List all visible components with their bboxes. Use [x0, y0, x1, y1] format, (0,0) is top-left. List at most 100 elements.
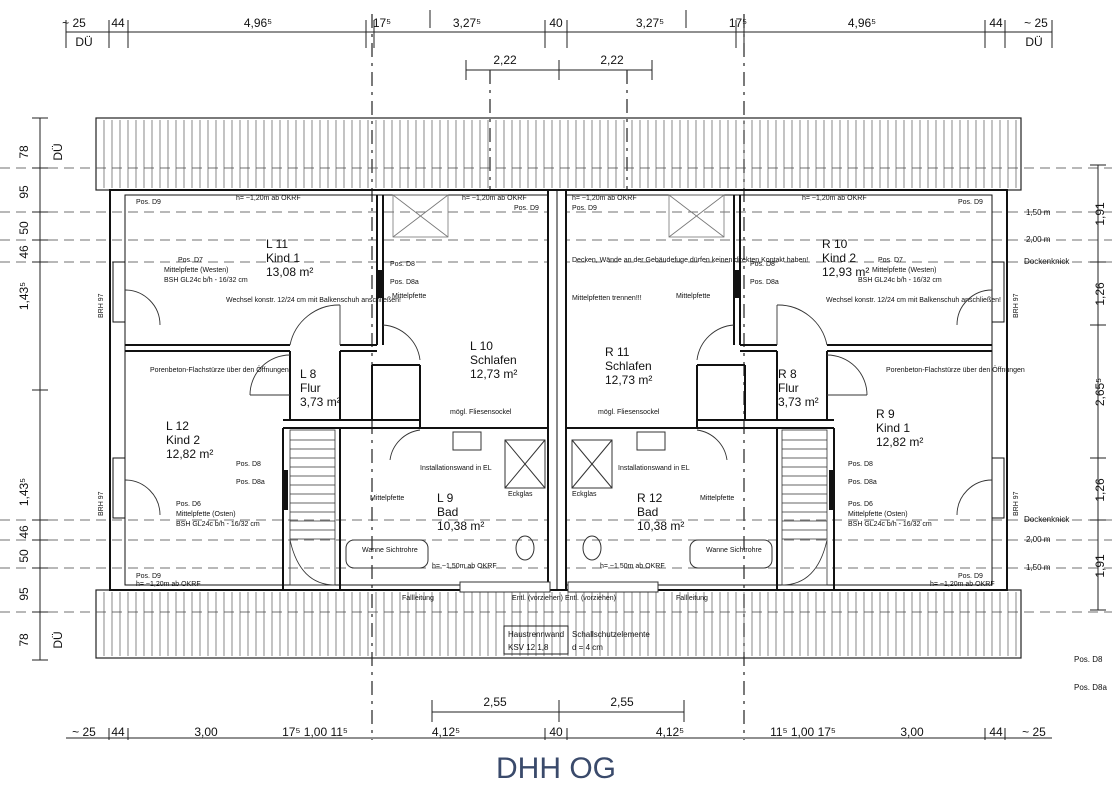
- top-dim-11: ~ 25: [1024, 16, 1048, 30]
- top-dim-1: ~ 25: [62, 16, 86, 30]
- windows: [112, 261, 1005, 519]
- note-installationswand-right: Installationswand in EL: [618, 465, 690, 472]
- floor-plan-drawing: ~ 25 44 4,96⁵ 17⁵ 3,27⁵ 40 3,27⁵ 17⁵ 4,9…: [0, 10, 1112, 740]
- ksv-text: KSV 12 1,8: [508, 643, 549, 652]
- note-entl-right: Entl. (vorziehen): [565, 595, 616, 602]
- plan-notes: Pos. D9 h= ~1,20m ab OKRF h= ~1,20m ab O…: [98, 195, 1025, 602]
- left-dimension-lines: [32, 117, 48, 661]
- level-dash-lines: [0, 167, 1112, 613]
- note-mittelpfetten-trennen: Mittelpfetten trennen!!!: [572, 295, 642, 302]
- top-dim-4: 17⁵: [373, 16, 391, 30]
- skylights: [392, 194, 725, 238]
- door-swings: [124, 289, 993, 516]
- svg-text:Flur: Flur: [300, 381, 321, 395]
- top-dim-2: 44: [111, 16, 125, 30]
- svg-text:13,08 m²: 13,08 m²: [266, 265, 313, 279]
- legend-pos-d8a: Pos. D8a: [1074, 683, 1107, 692]
- bottom-dim-3: 3,00: [194, 725, 218, 739]
- note-moegl-left: mögl. Fliesensockel: [450, 409, 512, 416]
- note-pos-d9-tr: Pos. D9: [958, 199, 983, 206]
- room-labels: L 11 Kind 1 13,08 m² L 10 Schlafen 12,73…: [166, 237, 923, 533]
- note-mittelpfette-bl: Mittelpfette: [370, 495, 404, 502]
- right-dim-191-top: 1,91: [1093, 202, 1107, 226]
- svg-text:Flur: Flur: [778, 381, 799, 395]
- svg-text:R 9: R 9: [876, 407, 895, 421]
- left-dim-46-top: 46: [17, 245, 31, 259]
- left-dim-95-top: 95: [17, 185, 31, 199]
- note-pos-d8-l1: Pos. D8: [390, 261, 415, 268]
- note-okrf-bl: h= ~1,20m ab OKRF: [136, 581, 201, 588]
- bottom-dim-255-right: 2,55: [610, 695, 634, 709]
- room-r12: R 12 Bad 10,38 m²: [637, 491, 684, 533]
- right-dimension-labels: 1,91 1,26 2,65⁵ 1,26 1,91: [1093, 202, 1107, 578]
- svg-text:R 8: R 8: [778, 367, 797, 381]
- note-pos-d9-tc: Pos. D9: [514, 205, 539, 212]
- top-dim-6: 40: [549, 16, 563, 30]
- top-dim-9: 4,96⁵: [848, 16, 876, 30]
- top-dim-7: 3,27⁵: [636, 16, 664, 30]
- svg-text:L 10: L 10: [470, 339, 493, 353]
- note-pos-d6-left: Pos. D6: [176, 501, 201, 508]
- note-okrf-tl: h= ~1,20m ab OKRF: [236, 195, 301, 202]
- svg-text:Kind 1: Kind 1: [876, 421, 910, 435]
- note-wanne-right: Wanne Sichtrohre: [706, 547, 762, 554]
- svg-text:12,93 m²: 12,93 m²: [822, 265, 869, 279]
- svg-text:Kind 1: Kind 1: [266, 251, 300, 265]
- svg-text:10,38 m²: 10,38 m²: [437, 519, 484, 533]
- note-porenbeton-left: Porenbeton-Flachstürze über den Öffnunge…: [150, 366, 289, 374]
- stairs: [289, 429, 828, 586]
- svg-text:10,38 m²: 10,38 m²: [637, 519, 684, 533]
- svg-text:12,73 m²: 12,73 m²: [470, 367, 517, 381]
- bottom-dimension-labels: 2,55 2,55 ~ 25 44 3,00 17⁵ 1,00 11⁵ 4,12…: [72, 695, 1046, 739]
- note-pos-d7-left: Pos. D7: [178, 257, 203, 264]
- note-eckeglas-right: Eckglas: [572, 491, 597, 498]
- note-wechsel-left: Wechsel konstr. 12/24 cm mit Balkenschuh…: [226, 297, 401, 304]
- right-dim-191-bottom: 1,91: [1093, 554, 1107, 578]
- note-fallleitung-left: Fallleitung: [402, 595, 434, 602]
- level-150-top: 1,50 m: [1026, 208, 1051, 217]
- top-dim-5: 3,27⁵: [453, 16, 481, 30]
- room-l12: L 12 Kind 2 12,82 m²: [166, 419, 213, 461]
- note-entl-left: Entl. (vorziehen): [512, 595, 563, 602]
- top-dim-10: 44: [989, 16, 1003, 30]
- level-200-bottom: 2,00 m: [1026, 535, 1051, 544]
- svg-text:Schlafen: Schlafen: [605, 359, 652, 373]
- bottom-dim-5: 4,12⁵: [432, 725, 460, 739]
- note-durchgang-right: h= ~1,50m ab OKRF: [600, 563, 665, 570]
- svg-text:L 8: L 8: [300, 367, 317, 381]
- bottom-dim-8: 11⁵ 1,00 17⁵: [770, 725, 836, 739]
- right-dim-126-top: 1,26: [1093, 282, 1107, 306]
- note-mittelpfette-westen-right: Mittelpfette (Westen): [872, 267, 936, 274]
- note-durchgang-left: h= ~1,50m ab OKRF: [432, 563, 497, 570]
- note-wanne-left: Wanne Sichtrohre: [362, 547, 418, 554]
- note-bsh-left-bottom: BSH GL24c b/h - 16/32 cm: [176, 521, 260, 528]
- drawing-caption: DHH OG: [496, 752, 616, 785]
- note-pos-d8a-r2: Pos. D8a: [848, 479, 877, 486]
- svg-text:Bad: Bad: [637, 505, 658, 519]
- svg-text:12,82 m²: 12,82 m²: [876, 435, 923, 449]
- note-okrf-tc2: h= ~1,20m ab OKRF: [572, 195, 637, 202]
- note-porenbeton-right: Porenbeton-Flachstürze über den Öffnunge…: [886, 366, 1025, 374]
- note-fallleitung-right: Fallleitung: [676, 595, 708, 602]
- room-r11: R 11 Schlafen 12,73 m²: [605, 345, 652, 387]
- left-du-bottom: DÜ: [51, 631, 65, 648]
- bottom-dim-11: ~ 25: [1022, 725, 1046, 739]
- bottom-dim-2: 44: [111, 725, 125, 739]
- note-decken: Decken, Wände an der Gebäudefuge dürfen …: [572, 257, 808, 264]
- haustrennwand-label: Haustrennwand KSV 12 1,8 Schallschutzele…: [503, 625, 650, 655]
- room-l11: L 11 Kind 1 13,08 m²: [266, 237, 313, 279]
- top-dimension-lines: [65, 10, 1053, 80]
- top-dim-3: 4,96⁵: [244, 16, 272, 30]
- left-dim-1435-top: 1,43⁵: [17, 282, 31, 310]
- note-mittelpfette-left: Mittelpfette: [392, 293, 426, 300]
- left-dim-78-bottom: 78: [17, 633, 31, 647]
- note-pos-d8-r2: Pos. D8: [848, 461, 873, 468]
- note-pos-d9-br: Pos. D9: [958, 573, 983, 580]
- bottom-dim-9: 3,00: [900, 725, 924, 739]
- note-okrf-tc: h= ~1,20m ab OKRF: [462, 195, 527, 202]
- note-eckeglas-left: Eckglas: [508, 491, 533, 498]
- svg-text:R 12: R 12: [637, 491, 663, 505]
- note-brh-left-bottom: BRH 97: [98, 491, 105, 516]
- svg-text:3,73 m²: 3,73 m²: [300, 395, 341, 409]
- note-okrf-tr: h= ~1,20m ab OKRF: [802, 195, 867, 202]
